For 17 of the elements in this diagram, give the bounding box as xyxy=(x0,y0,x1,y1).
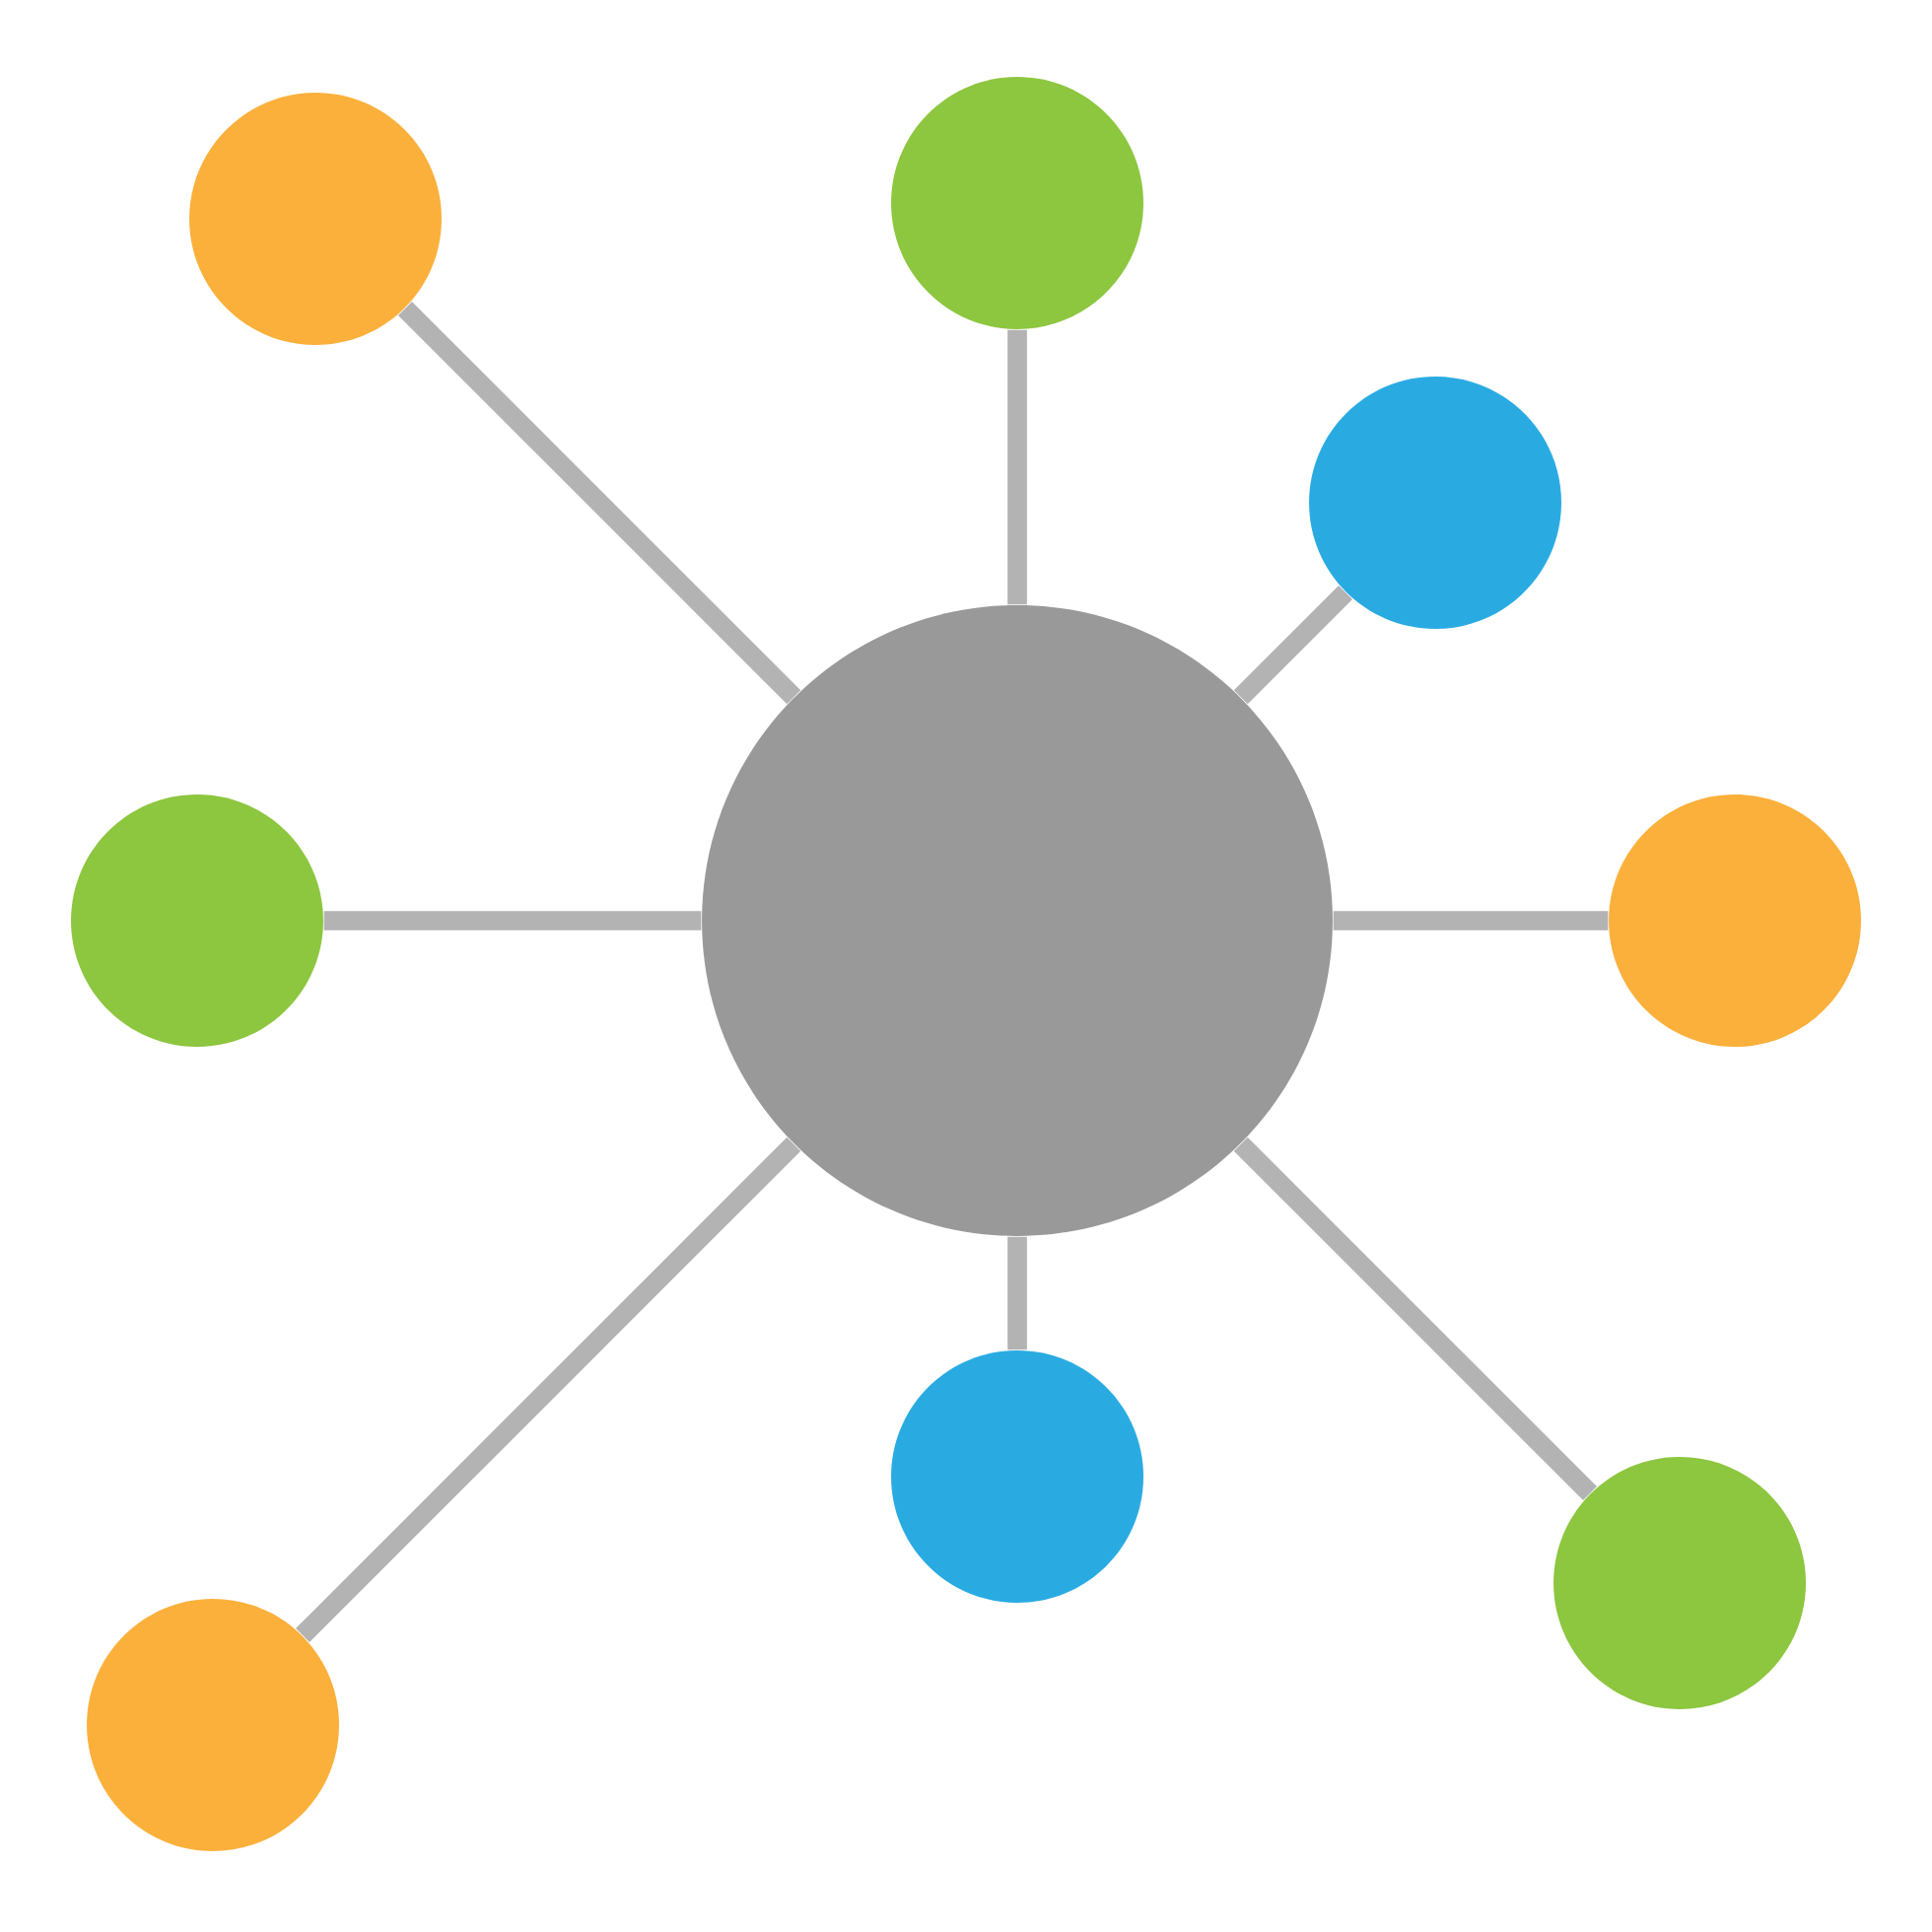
satellite-circle xyxy=(891,77,1143,329)
satellite-circle xyxy=(71,794,323,1047)
satellite-circle xyxy=(87,1599,339,1851)
connector-line xyxy=(1007,329,1027,605)
satellite-circle xyxy=(1609,794,1861,1047)
satellite-circle xyxy=(189,93,442,345)
satellite-circle xyxy=(1309,377,1561,629)
connector-line xyxy=(296,1137,801,1642)
connector-line xyxy=(398,302,801,705)
satellite-circle xyxy=(891,1350,1143,1603)
connector-line xyxy=(1233,586,1352,705)
connector-line xyxy=(1333,911,1609,931)
connector-line xyxy=(323,911,702,931)
satellite-circle xyxy=(1553,1457,1806,1709)
connector-line xyxy=(1233,1137,1597,1500)
connector-line xyxy=(1007,1236,1027,1350)
hub-circle xyxy=(702,605,1333,1236)
